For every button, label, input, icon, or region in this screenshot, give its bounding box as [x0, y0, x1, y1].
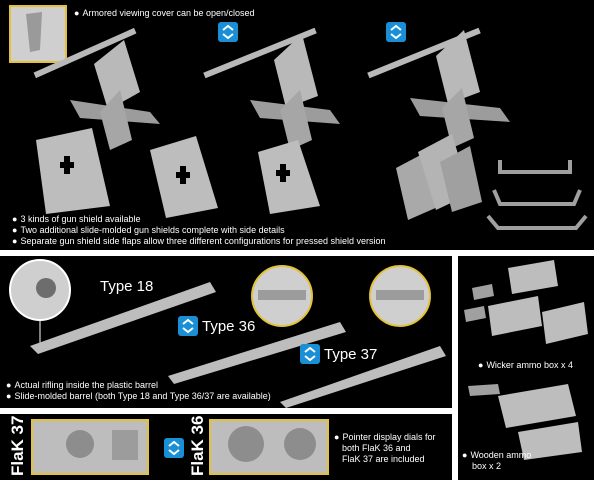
wicker-ammo-caption: ●Wicker ammo box x 4 — [478, 360, 573, 370]
swap-arrows-icon — [164, 438, 184, 458]
flak-caption-text-2: both FlaK 36 and — [342, 443, 411, 453]
wicker-ammo-text: Wicker ammo box x 4 — [486, 360, 573, 370]
gun-shield-row — [36, 128, 482, 220]
flak-37-label: FlaK 37 — [8, 415, 27, 476]
wooden-ammo-text-1: Wooden ammo — [470, 450, 532, 460]
shield-bullet-2: ●Two additional slide-molded gun shields… — [12, 225, 285, 235]
flak-caption-text-1: Pointer display dials for — [342, 432, 436, 442]
swap-arrows-icon — [386, 22, 406, 42]
gun-model-2 — [203, 27, 340, 150]
gun-model-1 — [33, 27, 160, 150]
type-37-label: Type 37 — [324, 346, 378, 363]
flak-36-label: FlaK 36 — [188, 415, 207, 476]
flak-caption-3: FlaK 37 are included — [342, 454, 425, 465]
swap-arrows-icon — [178, 316, 198, 336]
barrel-type-37 — [280, 346, 446, 408]
ammo-panel-art — [464, 260, 588, 460]
barrel-panel-art — [9, 259, 446, 408]
flak-panel-art — [31, 419, 329, 475]
shield-bullet-1: ●3 kinds of gun shield available — [12, 214, 141, 224]
barrel-bullet-1: ●Actual rifling inside the plastic barre… — [6, 380, 159, 390]
ammo-panel: ●Wicker ammo box x 4 ●Wooden ammo box x … — [458, 256, 594, 480]
swap-arrows-icon — [218, 22, 238, 42]
swap-arrows-icon — [300, 344, 320, 364]
wooden-ammo-caption-2: box x 2 — [472, 461, 501, 472]
flak-caption-1: ●Pointer display dials for — [334, 432, 436, 442]
wooden-ammo-boxes — [468, 384, 582, 460]
shield-bullet-text-2: Two additional slide-molded gun shields … — [20, 225, 285, 235]
barrel-bullet-text-2: Slide-molded barrel (both Type 18 and Ty… — [14, 391, 271, 401]
barrel-type-18 — [30, 282, 216, 354]
gun-model-3 — [367, 27, 510, 148]
armored-cover-text: Armored viewing cover can be open/closed — [82, 8, 255, 18]
barrel-panel: Type 18 Type 36 Type 37 ●Actual rifling … — [0, 256, 452, 408]
wicker-ammo-boxes — [464, 260, 588, 344]
type-18-label: Type 18 — [100, 278, 154, 295]
inset-cover-shape — [26, 12, 42, 52]
type-36-label: Type 36 — [202, 318, 256, 335]
shield-flaps — [486, 160, 588, 230]
shield-bullet-text-3: Separate gun shield side flaps allow thr… — [20, 236, 386, 246]
flak-caption-text-3: FlaK 37 are included — [342, 454, 425, 464]
barrel-type-36 — [168, 322, 346, 384]
barrel-bullet-2: ●Slide-molded barrel (both Type 18 and T… — [6, 391, 271, 401]
wooden-ammo-caption: ●Wooden ammo — [462, 450, 532, 460]
bullet-dot: ● — [74, 8, 80, 18]
shield-bullet-text-1: 3 kinds of gun shield available — [20, 214, 141, 224]
armored-cover-caption: ●Armored viewing cover can be open/close… — [74, 8, 255, 19]
flak-panel: FlaK 37 FlaK 36 ●Pointer display dials f… — [0, 414, 452, 480]
shield-bullet-3: ●Separate gun shield side flaps allow th… — [12, 236, 386, 246]
flak-caption-2: both FlaK 36 and — [342, 443, 411, 454]
barrel-bullet-text-1: Actual rifling inside the plastic barrel — [14, 380, 159, 390]
top-panel: ●Armored viewing cover can be open/close… — [0, 0, 594, 250]
wooden-ammo-text-2: box x 2 — [472, 461, 502, 471]
top-panel-art — [9, 5, 588, 230]
